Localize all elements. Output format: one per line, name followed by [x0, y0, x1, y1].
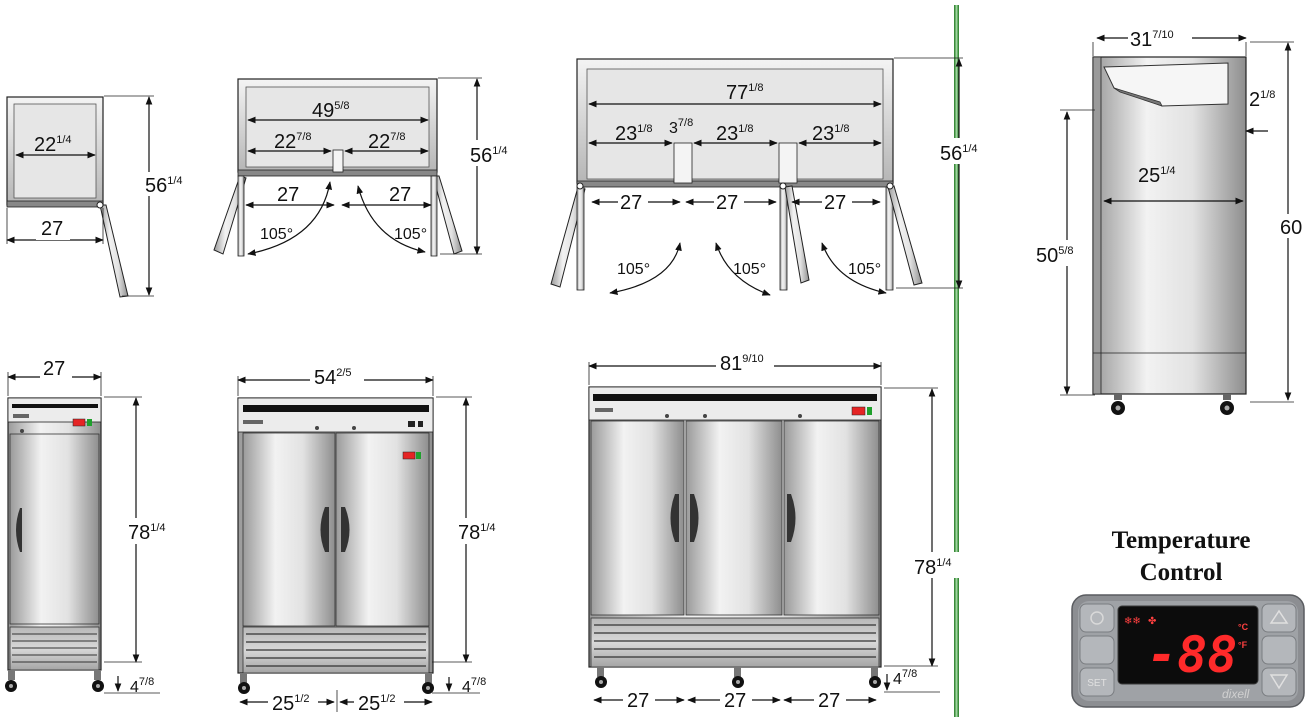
front-single-height: 781/4 — [128, 522, 166, 544]
down-arrow-icon — [1269, 674, 1289, 690]
double-door-right: 27 — [389, 184, 411, 206]
front-double-half-right: 251/2 — [358, 693, 396, 715]
side-view — [1060, 34, 1294, 415]
triple-angle-1: 105° — [617, 261, 650, 278]
side-offset: 21/8 — [1249, 89, 1275, 111]
up-arrow-icon — [1269, 609, 1289, 624]
temperature-controller: SET ❄❄ ✤ -88 °C °F dixell — [1071, 594, 1305, 708]
triple-door-3: 27 — [824, 192, 846, 214]
set-label: SET — [1087, 678, 1106, 689]
triple-inner-width: 771/8 — [726, 82, 764, 104]
front-single-leg: 47/8 — [130, 676, 154, 696]
celsius-indicator: °C — [1238, 622, 1249, 632]
side-caster-right — [1220, 394, 1234, 415]
front-triple-door-1: 27 — [627, 690, 649, 712]
double-depth: 561/4 — [470, 145, 508, 167]
front-double-height: 781/4 — [458, 522, 496, 544]
front-triple-door-2: 27 — [724, 690, 746, 712]
top-view-single — [6, 95, 154, 298]
front-view-double — [237, 376, 480, 712]
controller-display — [1117, 605, 1259, 685]
double-section-left: 227/8 — [274, 131, 312, 153]
front-double-width: 542/5 — [314, 367, 352, 389]
controller-button-mid-left[interactable] — [1079, 635, 1115, 665]
triple-depth: 561/4 — [940, 143, 978, 165]
controller-down-button[interactable] — [1261, 667, 1297, 697]
double-angle-right: 105° — [394, 226, 427, 243]
top-view-triple — [550, 57, 963, 296]
front-view-triple — [588, 362, 940, 704]
triple-section-2: 231/8 — [716, 123, 754, 145]
single-door-width: 27 — [41, 218, 63, 240]
triple-section-3: 231/8 — [812, 123, 850, 145]
triple-door-1: 27 — [620, 192, 642, 214]
front-double-leg: 47/8 — [462, 676, 486, 696]
fan-icon: ✤ — [1148, 616, 1156, 627]
triple-angle-2: 105° — [733, 261, 766, 278]
side-inner-depth: 251/4 — [1138, 165, 1176, 187]
temp-control-title-line2: Control — [1140, 559, 1223, 586]
side-interior-height: 505/8 — [1036, 245, 1074, 267]
controller-up-button[interactable] — [1261, 603, 1297, 633]
controller-set-button[interactable] — [1079, 667, 1115, 697]
front-triple-door-3: 27 — [818, 690, 840, 712]
triple-gap: 37/8 — [669, 117, 693, 137]
double-section-right: 227/8 — [368, 131, 406, 153]
fahrenheit-indicator: °F — [1238, 640, 1248, 650]
front-single-width: 27 — [43, 358, 65, 380]
section-divider — [954, 5, 959, 717]
snowflake-icon: ❄❄ — [1124, 616, 1141, 627]
defrost-icon — [1090, 611, 1104, 625]
double-door-left: 27 — [277, 184, 299, 206]
top-view-double — [213, 77, 482, 257]
double-inner-width: 495/8 — [312, 100, 350, 122]
front-triple-width: 819/10 — [720, 353, 764, 375]
temp-control-title-line1: Temperature — [1112, 527, 1251, 554]
side-total-height: 60 — [1280, 217, 1302, 239]
triple-angle-3: 105° — [848, 261, 881, 278]
front-view-single — [5, 372, 160, 694]
display-readout: -88 — [1147, 626, 1237, 684]
single-depth: 561/4 — [145, 175, 183, 197]
single-inner-width: 221/4 — [34, 134, 72, 156]
triple-section-1: 231/8 — [615, 123, 653, 145]
triple-door-2: 27 — [716, 192, 738, 214]
front-triple-height: 781/4 — [914, 557, 952, 579]
double-angle-left: 105° — [260, 226, 293, 243]
front-double-half-left: 251/2 — [272, 693, 310, 715]
brand-logo: dixell — [1222, 687, 1250, 701]
controller-button-mid-right[interactable] — [1261, 635, 1297, 665]
controller-button-top-left[interactable] — [1079, 603, 1115, 633]
front-triple-leg: 47/8 — [893, 668, 917, 688]
side-top-width: 317/10 — [1130, 29, 1174, 51]
side-caster-left — [1111, 394, 1125, 415]
